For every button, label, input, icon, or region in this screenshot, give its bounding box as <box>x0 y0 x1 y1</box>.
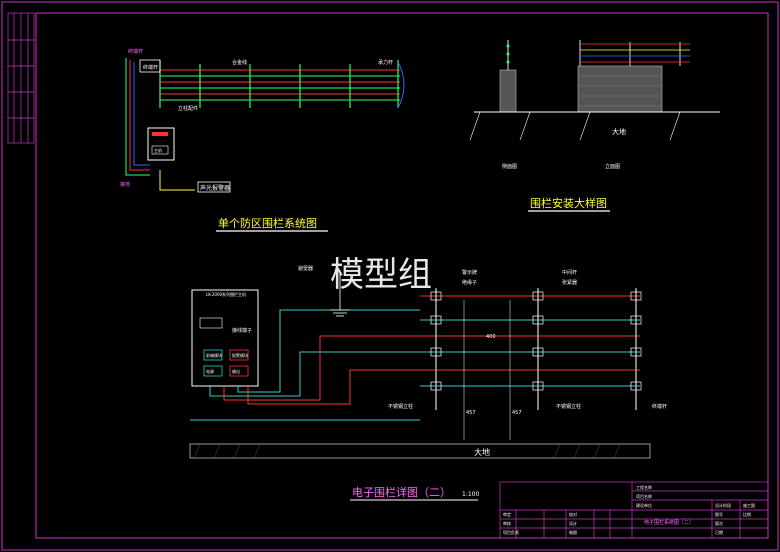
terminal-label: 接线端子 <box>232 327 252 334</box>
callout-middle-post: 中间杆 <box>562 269 577 276</box>
ground-label-bottom: 大地 <box>474 447 490 457</box>
callout-post: 承力杆 <box>378 59 393 66</box>
install-detail-diagram: 侧面图 大地 立面图 围栏安装大样图 <box>469 40 720 212</box>
tb-b2: 设计 <box>569 520 577 526</box>
tb-b3: 制图 <box>569 529 577 535</box>
inner-frame <box>35 12 769 539</box>
lightning-label: 避雷器 <box>298 265 313 272</box>
terminal-box-label: 终端杆 <box>143 64 158 71</box>
dim-1: 457 <box>466 410 476 416</box>
callout-stainless-left: 不锈钢立柱 <box>388 403 413 410</box>
zone-diagram-title: 单个防区围栏系统图 <box>218 216 317 230</box>
tb-a1: 审定 <box>503 511 511 517</box>
zone-host-box <box>147 127 175 161</box>
tb-a2: 审核 <box>503 520 511 526</box>
module-bottom-right-label: 输出 <box>232 368 240 374</box>
host-enclosure-label: LK-2000系列围栏主机 <box>206 291 246 297</box>
title-block <box>499 481 769 539</box>
module-bottom-left-label: 电源 <box>206 368 214 374</box>
detail-title: 电子围栏详图（二） <box>352 485 451 499</box>
callout-wire: 合金线 <box>232 59 247 66</box>
callout-ground: 接地 <box>120 181 130 188</box>
callout-insulator-bottom: 绝缘子 <box>462 279 477 286</box>
callout-insulator: 立柱配件 <box>178 105 198 112</box>
single-zone-diagram: 终端杆 主机 声光报警器 终端杆 合金线 承力杆 立柱配件 接地 单个防区围栏系… <box>120 48 405 232</box>
tb-drawing-name: 电子围栏系统图（二） <box>644 519 694 526</box>
alarm-label: 声光报警器 <box>200 184 230 192</box>
front-view-label: 立面图 <box>605 163 620 170</box>
dim-3: 400 <box>486 334 496 340</box>
callout-stainless-middle: 不锈钢立柱 <box>556 403 581 410</box>
install-detail-title: 围栏安装大样图 <box>530 196 607 210</box>
tb-b1: 校对 <box>569 511 577 517</box>
binding-strip <box>7 12 35 144</box>
tb-row3: 建设单位 <box>636 502 652 508</box>
tb-r1: 设计阶段 <box>715 502 731 508</box>
tb-row2: 项目名称 <box>636 493 652 499</box>
zone-host-label: 主机 <box>154 147 162 153</box>
dim-2: 457 <box>512 410 522 416</box>
tb-a3: 项目负责 <box>503 529 519 535</box>
tb-row1: 工程名称 <box>636 484 652 490</box>
detail-scale: 1:100 <box>462 491 479 498</box>
ground-label-top: 大地 <box>612 127 626 136</box>
tb-c3: 日期 <box>715 529 723 535</box>
tb-c2: 版次 <box>715 520 723 526</box>
fence-detail-diagram: LK-2000系列围栏主机 接线端子 前端模块 报警模块 电源 输出 避雷器 <box>189 265 667 501</box>
tb-r2: 施工图 <box>743 502 755 508</box>
ground-band <box>189 443 651 459</box>
alarm-box <box>197 181 231 193</box>
module-left-label: 前端模块 <box>206 352 222 358</box>
callout-terminal: 终端杆 <box>128 48 143 55</box>
watermark: 模型组 <box>330 255 432 295</box>
tb-c1: 图号 <box>715 511 723 517</box>
main-host-enclosure <box>191 289 259 387</box>
module-right-label: 报警模块 <box>232 352 248 358</box>
callout-terminal-post: 终端杆 <box>652 403 667 410</box>
front-view-wall <box>577 65 663 113</box>
side-view-label: 侧面图 <box>502 163 517 170</box>
callout-spring: 张紧器 <box>562 279 577 286</box>
callout-warning-sign: 警示牌 <box>462 269 477 276</box>
tb-r3: 比例 <box>743 511 751 517</box>
